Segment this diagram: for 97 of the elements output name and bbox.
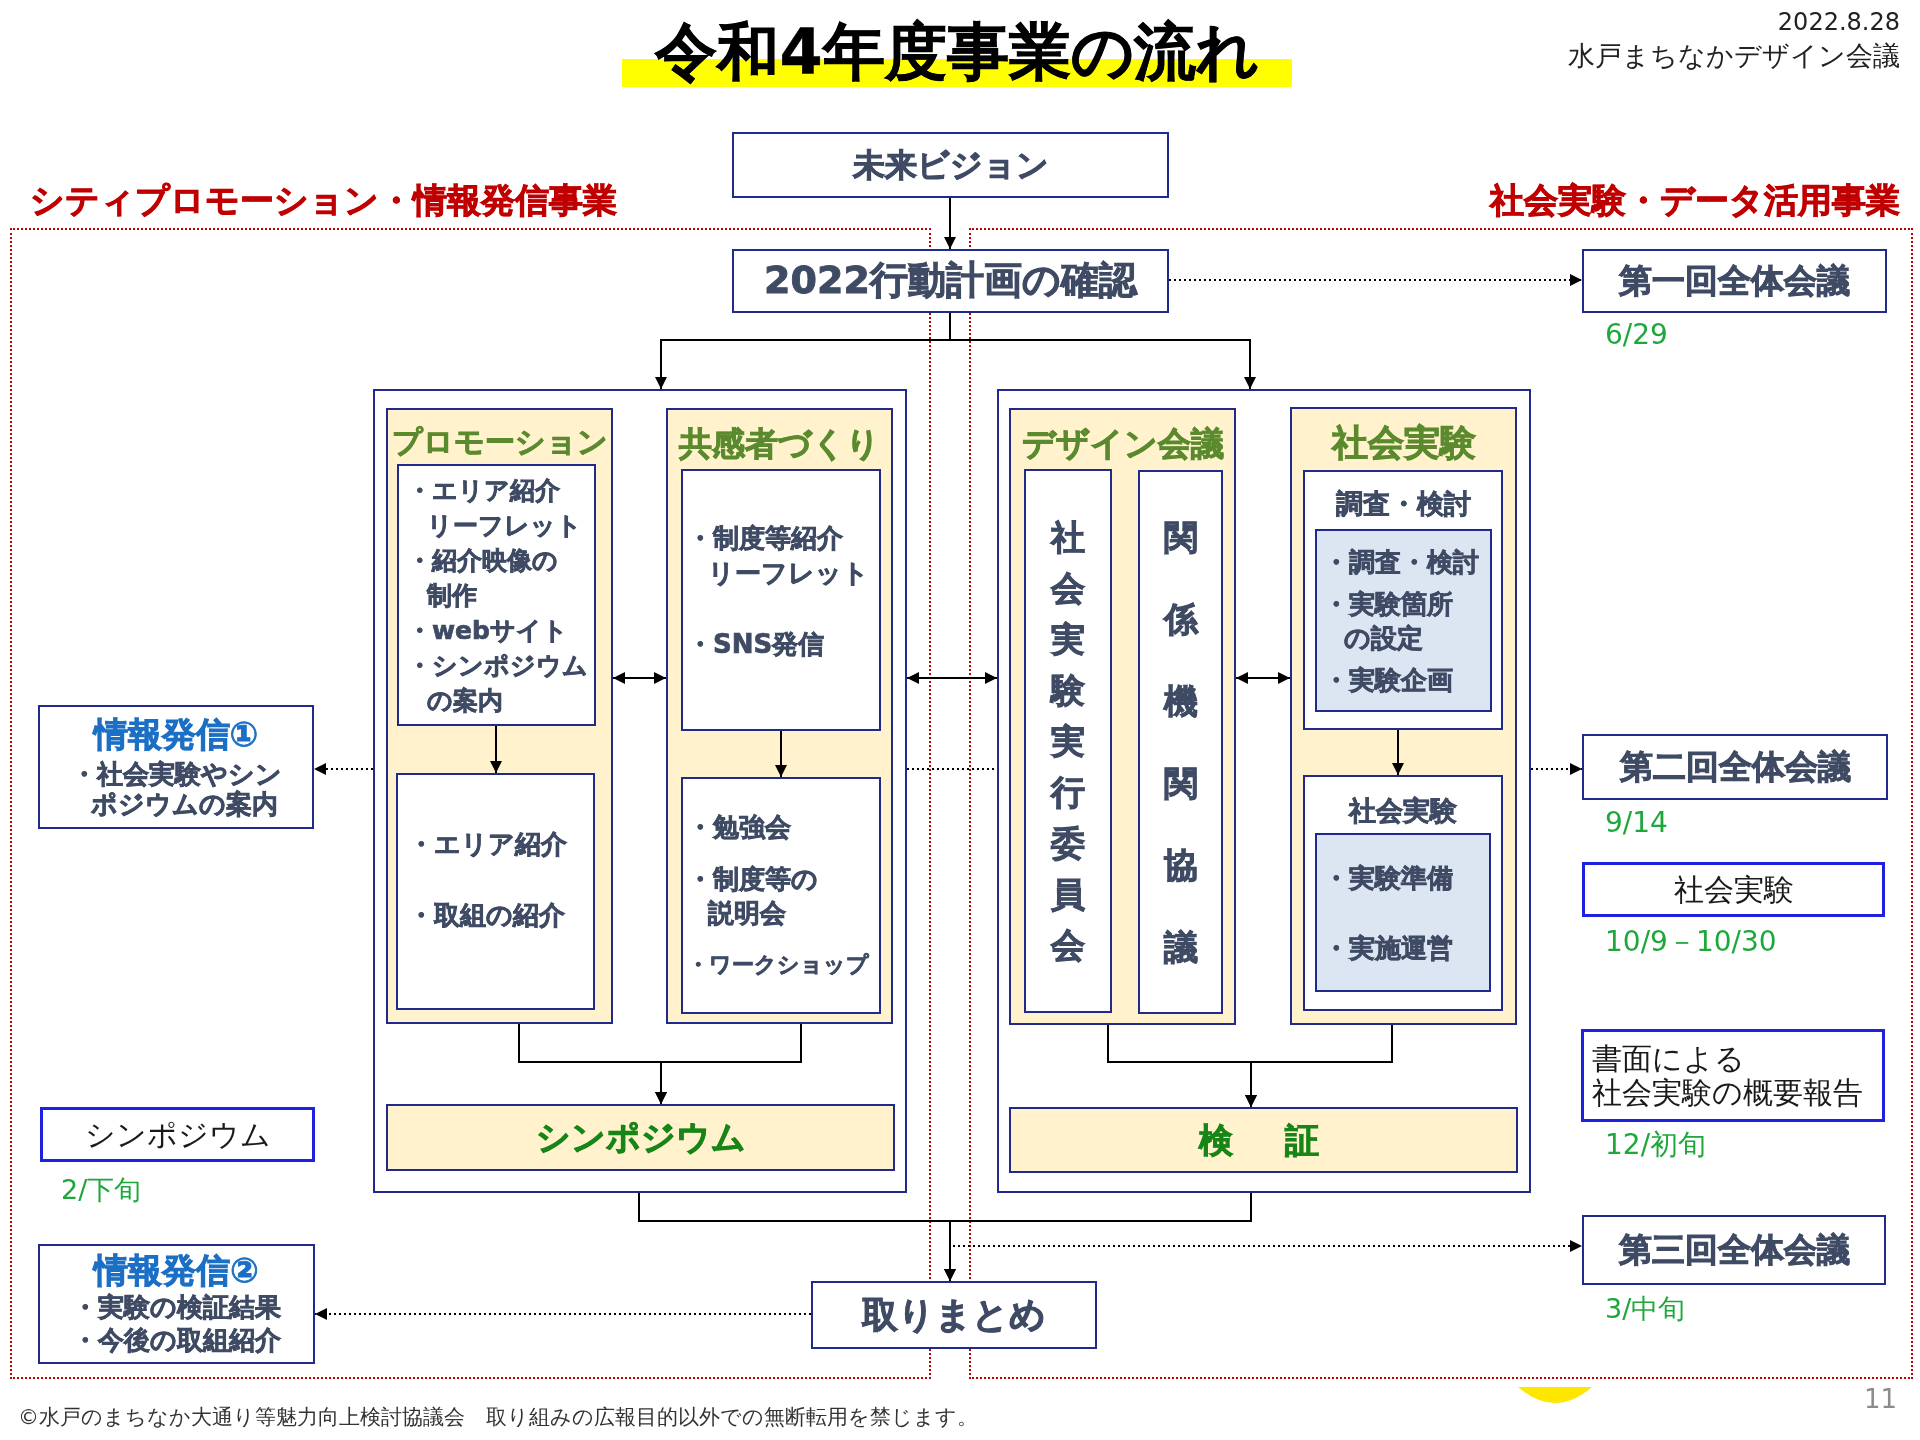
content-box xyxy=(1303,775,1503,1011)
column-panel xyxy=(1009,408,1236,1025)
arrow xyxy=(1245,1024,1393,1108)
arrow xyxy=(775,730,787,778)
dotted-arrow xyxy=(314,1308,812,1320)
date-label: 10/9－10/30 xyxy=(1605,925,1777,959)
event-box xyxy=(40,1107,315,1162)
content-box xyxy=(681,777,881,1014)
event-box xyxy=(1582,862,1885,917)
box-heading: 調査・検討 xyxy=(1335,488,1471,521)
box-label: 未来ビジョン xyxy=(852,145,1049,185)
box-label: シンポジウム xyxy=(535,1117,746,1158)
group-panel xyxy=(373,389,907,1193)
arrow xyxy=(490,725,502,774)
date-text: 2022.8.28 xyxy=(1777,8,1900,37)
process-box xyxy=(732,249,1169,313)
bullet-item: ・実験準備 xyxy=(1323,861,1453,895)
box-label: 社会実験 xyxy=(1673,871,1794,908)
content-box xyxy=(1303,470,1503,730)
copyright-notice: ©水戸のまちなか大通り等魅力向上検討協議会 取り組みの広報目的以外での無断転用を禁じます。 xyxy=(18,1405,978,1431)
column-panel xyxy=(666,408,893,1024)
page-number: 11 xyxy=(1864,1384,1898,1416)
bullet-item: ・実施運営 xyxy=(1323,931,1453,965)
box-label: 取りまとめ xyxy=(862,1293,1046,1337)
process-box xyxy=(732,132,1169,198)
arrow xyxy=(944,1192,1252,1282)
section-heading: 社会実験・データ活用事業 xyxy=(1490,180,1900,221)
column-panel xyxy=(1290,407,1517,1025)
process-box xyxy=(1582,734,1888,800)
column-heading: 共感者づくり xyxy=(679,424,880,464)
date-label: 9/14 xyxy=(1605,806,1668,840)
bullet-item: ・実験企画 xyxy=(1323,663,1453,697)
column-heading: 社会実験 xyxy=(1331,421,1476,465)
dotted-arrow xyxy=(952,1240,1583,1252)
vertical-box xyxy=(1024,469,1112,1013)
process-box xyxy=(811,1281,1097,1349)
info-box xyxy=(38,1244,315,1364)
dotted-arrow xyxy=(1530,763,1583,775)
bullet-item: ・調査・検討 xyxy=(1323,545,1479,579)
column-heading: デザイン会議 xyxy=(1021,424,1224,464)
bullet-item: ・取組の紹介 xyxy=(408,899,565,932)
bullet-item: ・webサイト xyxy=(407,614,568,647)
bullet-item: ・シンポジウムの案内 xyxy=(407,649,588,717)
box-label: 第一回全体会議 xyxy=(1619,261,1850,301)
vertical-box xyxy=(1138,470,1223,1014)
vertical-label: 関係機関協議 xyxy=(1163,516,1198,969)
box-label: 2022行動計画の確認 xyxy=(764,258,1137,304)
date-label: 2/下旬 xyxy=(61,1174,142,1207)
event-box xyxy=(1581,1029,1885,1122)
bullet-item: ・今後の取組紹介 xyxy=(72,1323,281,1357)
column-heading: プロモーション xyxy=(391,424,608,460)
arrow xyxy=(1235,672,1291,684)
content-box xyxy=(681,469,881,731)
arrow xyxy=(906,672,998,684)
box-label: 第三回全体会議 xyxy=(1618,1230,1850,1270)
arrow xyxy=(1392,729,1404,776)
bullet-item: ・エリア紹介 xyxy=(408,828,567,861)
box-label: 第二回全体会議 xyxy=(1619,747,1851,787)
bullet-item: ・エリア紹介リーフレット xyxy=(407,474,582,542)
dotted-arrow xyxy=(1168,274,1583,286)
process-box xyxy=(1582,1215,1886,1285)
detail-box xyxy=(1315,529,1492,712)
box-label: 検 証 xyxy=(1199,1119,1328,1161)
result-bar xyxy=(386,1104,895,1171)
date-label: 12/初旬 xyxy=(1605,1128,1707,1162)
bullet-item: ・実験箇所の設定 xyxy=(1323,587,1453,655)
vertical-label: 社会実験実行委員会 xyxy=(1051,515,1085,967)
process-box xyxy=(1582,249,1887,313)
result-bar xyxy=(1009,1107,1518,1173)
bullet-item: ・社会実験やシンポジウムの案内 xyxy=(70,758,282,819)
box-label: シンポジウム xyxy=(84,1116,271,1153)
detail-box xyxy=(1315,833,1491,992)
info-heading: 情報発信① xyxy=(93,715,259,755)
section-heading: シティプロモーション・情報発信事業 xyxy=(30,180,617,221)
content-box xyxy=(396,773,595,1010)
group-panel xyxy=(997,389,1531,1193)
date-label: 3/中旬 xyxy=(1605,1293,1686,1326)
date-label: 6/29 xyxy=(1605,318,1668,352)
bullet-item: ・実験の検証結果 xyxy=(72,1290,281,1324)
arrow xyxy=(612,672,667,684)
bullet-item: ・制度等紹介リーフレット xyxy=(687,522,869,590)
bullet-item: ・制度等の説明会 xyxy=(687,862,818,930)
bullet-item: ・SNS発信 xyxy=(687,628,825,661)
bullet-item: ・ワークショップ xyxy=(687,950,869,979)
box-heading: 社会実験 xyxy=(1349,795,1457,828)
arrow xyxy=(655,1023,802,1105)
content-box xyxy=(397,464,596,726)
organizer-name: 水戸まちなかデザイン会議 xyxy=(1568,40,1900,73)
arrow xyxy=(944,197,956,250)
info-box xyxy=(38,705,314,829)
arrow xyxy=(949,312,1256,390)
box-label: 書面による社会実験の概要報告 xyxy=(1592,1041,1863,1110)
column-panel xyxy=(386,408,613,1024)
bullet-item: ・勉強会 xyxy=(687,810,791,844)
dotted-arrow xyxy=(313,763,374,775)
info-heading: 情報発信② xyxy=(94,1251,259,1291)
bullet-item: ・紹介映像の制作 xyxy=(407,544,558,612)
